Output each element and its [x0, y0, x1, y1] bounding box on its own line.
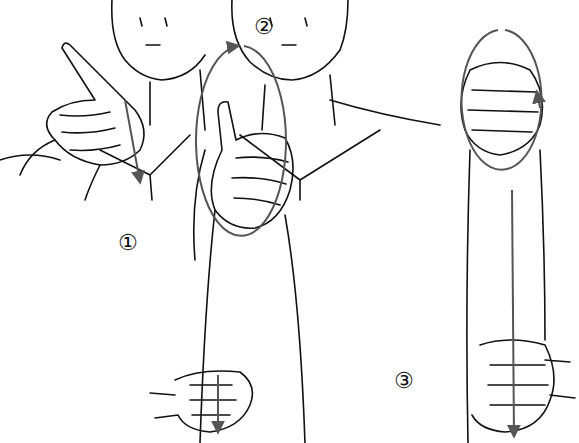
circular-motion [462, 30, 542, 170]
finger-lines [488, 365, 548, 405]
arm [467, 150, 545, 443]
finger-lines [60, 112, 120, 150]
mouth [282, 44, 296, 46]
finger-lines [190, 385, 236, 415]
collar [240, 130, 380, 200]
motion-arrow [512, 190, 514, 436]
motion-arrow [537, 92, 540, 108]
mouth [146, 44, 160, 46]
lower-hand [150, 371, 252, 432]
finger-lines [468, 90, 538, 132]
wrist [20, 140, 100, 200]
callout-number: ② [254, 16, 274, 38]
body-edge [194, 150, 205, 260]
circular-motion [196, 46, 286, 236]
lower-hand [472, 340, 575, 432]
finger-lines [232, 157, 288, 205]
shoulder [330, 100, 440, 125]
collar [100, 135, 190, 200]
motion-arrow [217, 375, 219, 432]
eyes [270, 18, 307, 26]
pointing-hand [47, 43, 144, 165]
arm [200, 210, 305, 443]
fist-thumb-up [211, 102, 293, 228]
face-outline [112, 0, 205, 80]
motion-arrow [125, 100, 140, 182]
eyes [140, 18, 167, 26]
fist [461, 63, 542, 156]
neck [262, 75, 335, 130]
callout-number: ① [118, 232, 138, 254]
face-outline [232, 0, 348, 80]
callout-number: ③ [394, 370, 414, 392]
